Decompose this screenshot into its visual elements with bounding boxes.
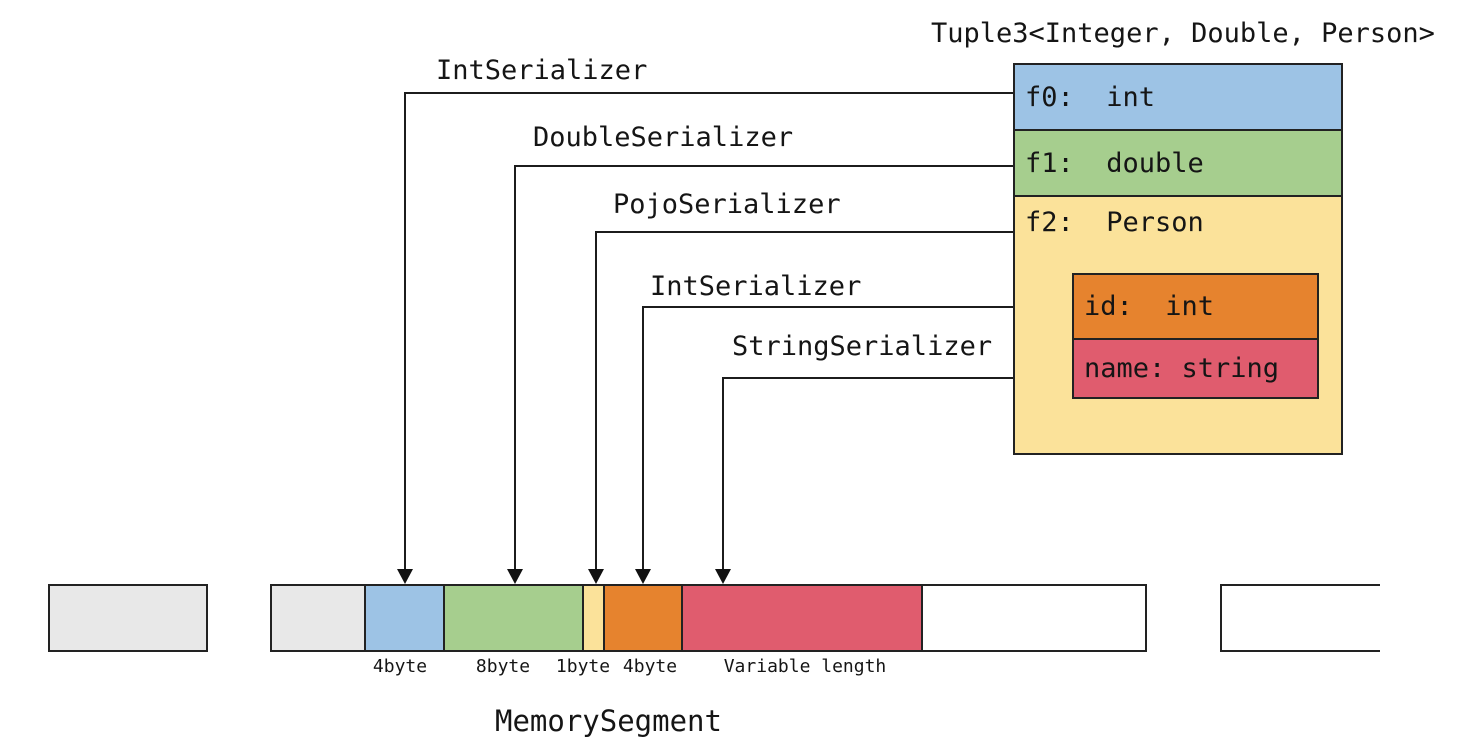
person-field-id-label: id: int: [1084, 291, 1215, 322]
tuple-field-f0: f0: int: [1015, 65, 1341, 131]
arrowhead-pojo-f2: [588, 569, 604, 584]
connector-line-double-f1: [514, 165, 1013, 167]
tuple-field-f1-label: f1: double: [1025, 147, 1204, 179]
size-label-header: 1byte: [555, 656, 611, 677]
size-label-f1: 8byte: [475, 656, 531, 677]
memory-cell-pojo-header: [584, 586, 605, 650]
connector-drop-int-f0: [404, 92, 406, 570]
memory-segment-main: [270, 584, 1147, 652]
memory-segment-right: [1220, 584, 1380, 652]
connector-line-int-f0: [404, 92, 1013, 94]
size-label-name: Variable length: [723, 656, 887, 677]
tuple-field-f1: f1: double: [1015, 131, 1341, 197]
memory-cell-free: [923, 586, 1145, 650]
size-label-id: 4byte: [622, 656, 678, 677]
memory-cell-id-int: [605, 586, 683, 650]
arrowhead-int-f0: [397, 569, 413, 584]
person-field-name-label: name: string: [1084, 353, 1280, 384]
serializer-label-int-f0: IntSerializer: [436, 55, 648, 86]
serializer-label-pojo-f2: PojoSerializer: [613, 189, 841, 220]
connector-drop-double-f1: [514, 165, 516, 570]
memory-cell-name-string: [683, 586, 923, 650]
connector-line-int-id: [642, 306, 1072, 308]
serializer-label-int-id: IntSerializer: [650, 271, 862, 302]
memory-cell-used: [272, 586, 366, 650]
diagram-title: Tuple3<Integer, Double, Person>: [931, 18, 1435, 49]
connector-line-string-name: [722, 377, 1072, 379]
connector-drop-pojo-f2: [595, 231, 597, 570]
arrowhead-double-f1: [507, 569, 523, 584]
connector-line-pojo-f2: [595, 231, 1013, 233]
person-box: id: int name: string: [1072, 273, 1319, 399]
size-label-f0: 4byte: [372, 656, 428, 677]
memory-cell-f1-double: [445, 586, 584, 650]
tuple-field-f2-label: f2: Person: [1025, 207, 1204, 238]
memory-cell-f0-int: [366, 586, 445, 650]
person-field-id: id: int: [1074, 275, 1317, 340]
arrowhead-int-id: [635, 569, 651, 584]
memory-segment-left: [48, 584, 208, 652]
arrowhead-string-name: [715, 569, 731, 584]
person-field-name: name: string: [1074, 340, 1317, 397]
serializer-label-double-f1: DoubleSerializer: [533, 122, 794, 153]
connector-drop-string-name: [722, 377, 724, 570]
memory-segment-title: MemorySegment: [495, 704, 722, 738]
serializer-label-string-name: StringSerializer: [732, 331, 993, 362]
connector-drop-int-id: [642, 306, 644, 570]
tuple-field-f0-label: f0: int: [1025, 81, 1156, 113]
